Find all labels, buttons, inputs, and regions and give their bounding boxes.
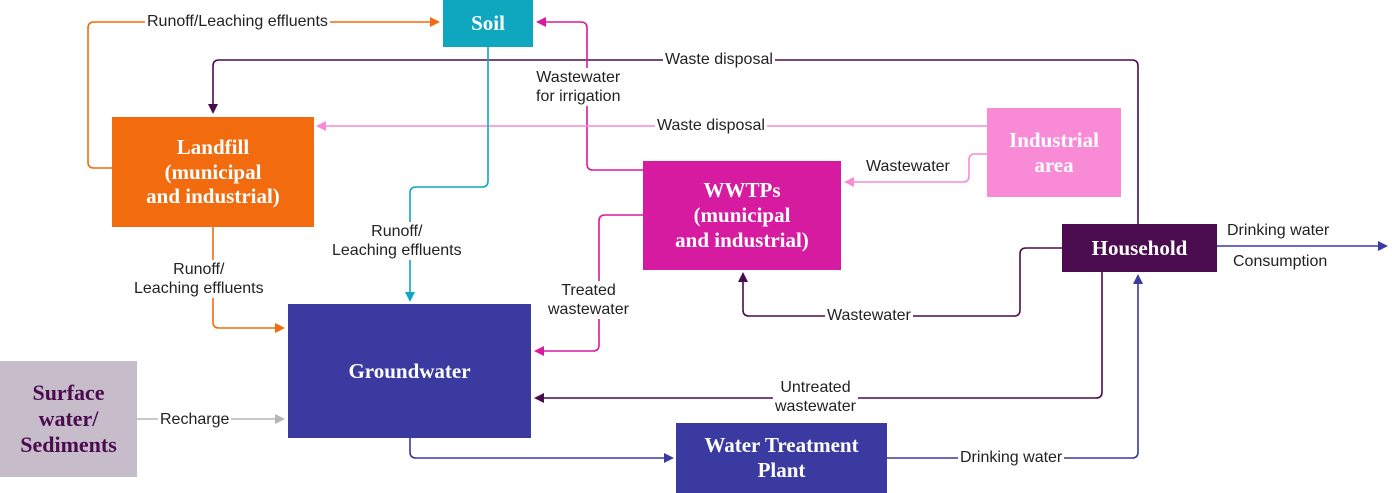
node-surface-water: Surface water/ Sediments: [0, 361, 137, 477]
node-industrial-label: Industrial area: [1009, 127, 1099, 177]
label-runoff-top: Runoff/Leaching effluents: [145, 12, 330, 32]
node-industrial-area: Industrial area: [987, 108, 1121, 197]
arrow-soil-to-groundwater: [405, 47, 489, 302]
arrow-landfill-to-soil: [87, 17, 440, 169]
label-untreated-wastewater: Untreated wastewater: [773, 378, 858, 417]
label-drinking-water-bottom: Drinking water: [958, 448, 1065, 468]
label-runoff-soil: Runoff/ Leaching effluents: [330, 222, 464, 261]
arrow-groundwater-to-treatment: [409, 438, 674, 463]
arrow-household-to-groundwater: [534, 272, 1103, 403]
label-treated-wastewater: Treated wastewater: [546, 281, 631, 320]
label-wastewater-industrial: Wastewater: [864, 157, 952, 177]
node-soil: Soil: [443, 0, 533, 47]
label-wastewater-irrigation: Wastewater for irrigation: [534, 68, 623, 107]
label-recharge: Recharge: [158, 410, 232, 430]
label-waste-disposal-industrial: Waste disposal: [655, 116, 767, 136]
label-consumption: Consumption: [1231, 252, 1330, 272]
arrow-industrial-to-wwtp: [844, 153, 987, 187]
node-surface-label: Surface water/ Sediments: [20, 380, 117, 457]
arrow-landfill-to-groundwater: [212, 227, 285, 333]
node-household-label: Household: [1091, 235, 1188, 260]
node-water-treatment-plant: Water Treatment Plant: [676, 423, 887, 493]
node-household: Household: [1062, 224, 1217, 272]
node-landfill: Landfill (municipal and industrial): [112, 117, 314, 227]
node-landfill-label: Landfill (municipal and industrial): [146, 134, 280, 209]
label-waste-disposal-household: Waste disposal: [663, 50, 775, 70]
node-soil-label: Soil: [471, 11, 505, 36]
node-wwtp: WWTPs (municipal and industrial): [643, 161, 841, 270]
node-groundwater-label: Groundwater: [348, 358, 471, 383]
node-groundwater: Groundwater: [288, 304, 531, 438]
node-wwtp-label: WWTPs (municipal and industrial): [675, 178, 809, 252]
label-runoff-landfill: Runoff/ Leaching effluents: [132, 260, 266, 299]
node-treatment-label: Water Treatment Plant: [704, 433, 859, 482]
arrow-household-to-wwtp: [738, 247, 1062, 317]
arrow-treatment-to-household: [887, 274, 1143, 459]
label-drinking-water-out: Drinking water: [1225, 221, 1332, 241]
label-wastewater-household: Wastewater: [825, 306, 913, 326]
